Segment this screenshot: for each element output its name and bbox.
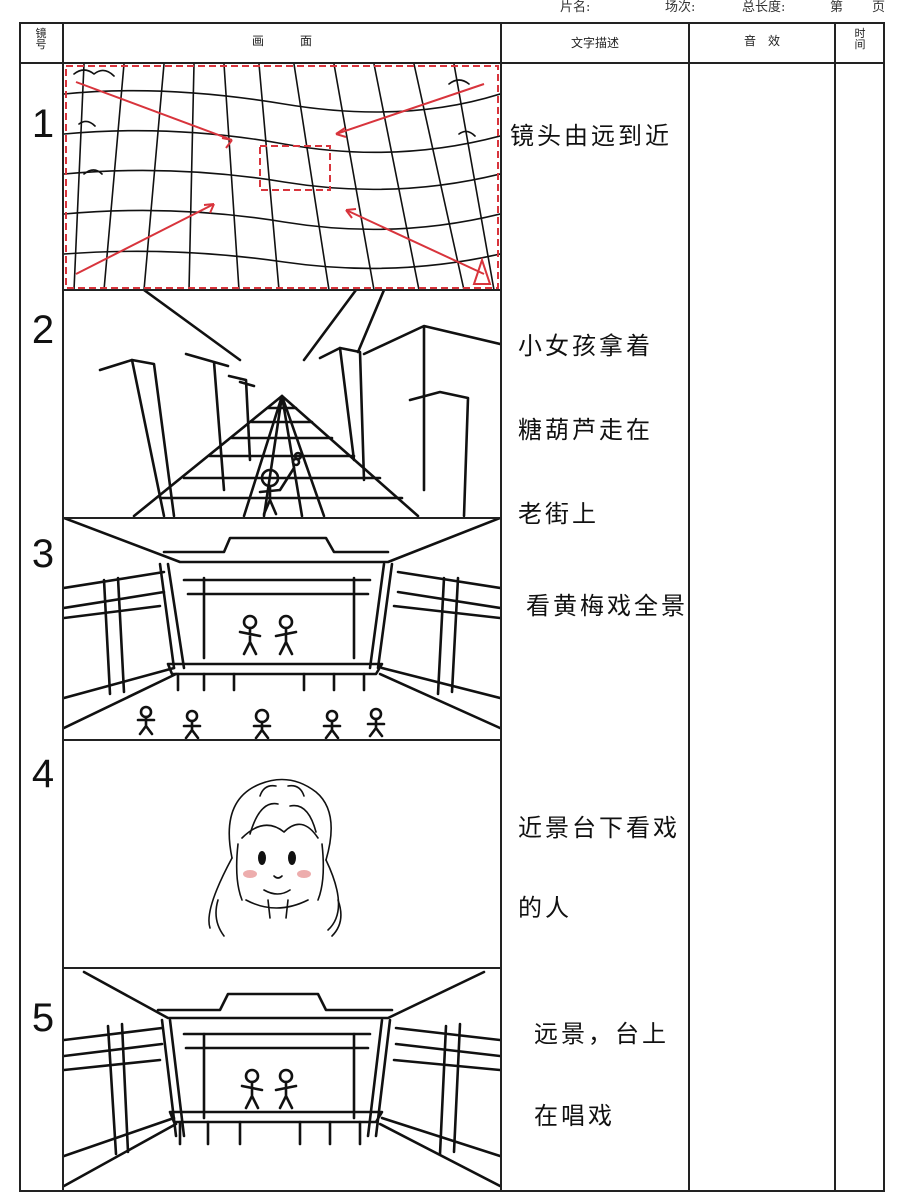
panel-divider (64, 967, 500, 969)
panel-2-old-street (98, 290, 500, 518)
header-time: 时间 (854, 27, 866, 51)
panel-3-stage-wide (64, 518, 500, 740)
shot-description-line: 看黄梅戏全景 (526, 592, 688, 620)
shot-description-line: 远景，台上 (534, 1020, 669, 1048)
panel-divider (64, 289, 500, 291)
shot-number: 5 (31, 996, 55, 1040)
column-divider (834, 22, 836, 1192)
panel-4-girl-closeup (208, 778, 342, 937)
shot-description-line: 在唱戏 (534, 1102, 615, 1130)
header-text-description: 文字描述 (570, 36, 619, 50)
total-length-label: 总长度: (742, 0, 786, 15)
header-shot-no: 镜号 (35, 27, 47, 51)
shot-description-line: 老街上 (518, 500, 599, 528)
shot-description-line: 镜头由远到近 (510, 122, 672, 150)
panel-1-street-top-view (64, 64, 500, 290)
header-divider (19, 62, 885, 64)
scene-label: 场次: (665, 0, 696, 15)
panel-divider (64, 739, 500, 741)
shot-description-line: 糖葫芦走在 (518, 416, 653, 444)
header-sound-effect: 音 效 (743, 34, 780, 48)
header-picture: 画 面 (251, 34, 312, 48)
column-divider (500, 22, 502, 1192)
panel-5-stage-distant (64, 970, 500, 1188)
column-divider (62, 22, 64, 1192)
storyboard-table (19, 22, 885, 1192)
shot-number: 1 (31, 102, 55, 146)
shot-number: 3 (31, 532, 55, 576)
column-divider (688, 22, 690, 1192)
shot-description-line: 近景台下看戏 (518, 814, 680, 842)
shot-number: 2 (31, 308, 55, 352)
page-label-end: 页 (872, 0, 886, 15)
panel-divider (64, 517, 500, 519)
shot-number: 4 (31, 752, 55, 796)
shot-description-line: 小女孩拿着 (518, 332, 653, 360)
shot-description-line: 的人 (518, 894, 572, 922)
page-label-start: 第 (830, 0, 844, 15)
film-name-label: 片名: (560, 0, 591, 15)
